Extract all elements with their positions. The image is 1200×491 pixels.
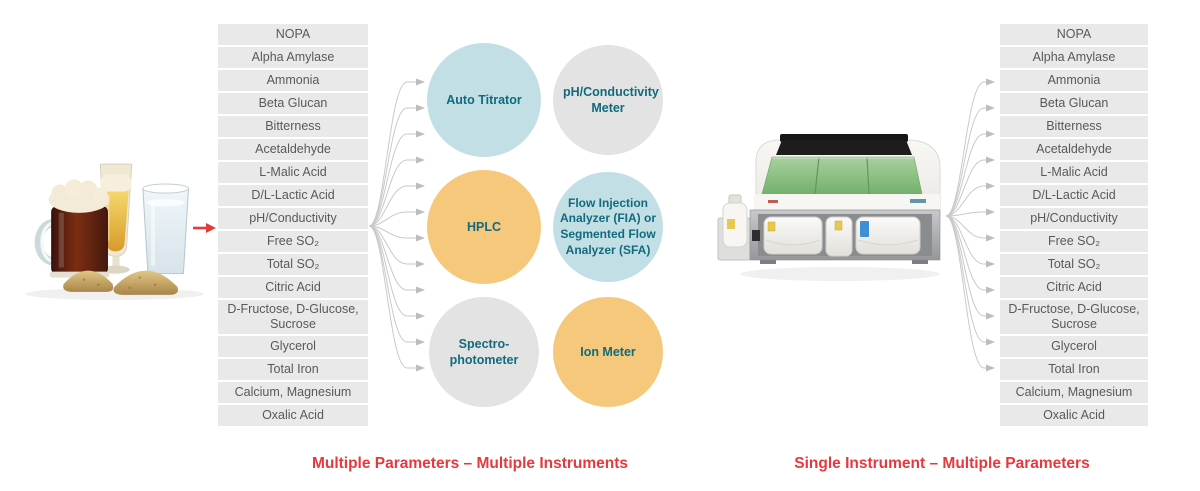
parameter-row: D-Fructose, D-Glucose, Sucrose [218, 300, 368, 334]
parameter-row: D-Fructose, D-Glucose, Sucrose [1000, 300, 1148, 334]
parameter-row: Alpha Amylase [1000, 47, 1148, 68]
parameter-row: Alpha Amylase [218, 47, 368, 68]
parameter-row: Total Iron [1000, 359, 1148, 380]
parameter-row: Oxalic Acid [1000, 405, 1148, 426]
analyzer-brand-label [910, 199, 926, 203]
parameter-row: Total SO₂ [1000, 254, 1148, 275]
parameter-row: D/L-Lactic Acid [1000, 185, 1148, 206]
parameter-row: Free SO₂ [1000, 231, 1148, 252]
caption-single-instrument: Single Instrument – Multiple Parameters [794, 455, 1090, 472]
parameter-row: Calcium, Magnesium [218, 382, 368, 403]
instrument-circle-ph-conductivity-meter: pH/Conductivity Meter [553, 45, 663, 155]
parameter-row: Ammonia [1000, 70, 1148, 91]
instrument-label: Auto Titrator [446, 92, 522, 107]
parameter-row: Citric Acid [218, 277, 368, 298]
parameter-row: Calcium, Magnesium [1000, 382, 1148, 403]
instrument-label: Spectro-photometer [449, 336, 519, 367]
instrument-label: Flow Injection Analyzer (FIA) or Segment… [560, 195, 657, 257]
parameter-row: L-Malic Acid [218, 162, 368, 183]
parameter-row: Citric Acid [1000, 277, 1148, 298]
parameter-row: NOPA [1000, 24, 1148, 45]
instrument-circle-hplc: HPLC [427, 170, 541, 284]
caption-multiple-instruments: Multiple Parameters – Multiple Instrumen… [311, 455, 629, 472]
parameter-row: Total SO₂ [218, 254, 368, 275]
instrument-circle-ion-meter: Ion Meter [553, 297, 663, 407]
parameter-row: D/L-Lactic Acid [218, 185, 368, 206]
parameter-row: Glycerol [218, 336, 368, 357]
parameter-row: pH/Conductivity [1000, 208, 1148, 229]
parameter-row: Oxalic Acid [218, 405, 368, 426]
parameter-row: Acetaldehyde [1000, 139, 1148, 160]
parameter-row: Beta Glucan [218, 93, 368, 114]
parameter-row: Acetaldehyde [218, 139, 368, 160]
parameter-row: Total Iron [218, 359, 368, 380]
parameter-row: Ammonia [218, 70, 368, 91]
parameter-row: L-Malic Acid [1000, 162, 1148, 183]
instrument-circle-spectrophotometer: Spectro-photometer [429, 297, 539, 407]
parameter-row: Glycerol [1000, 336, 1148, 357]
parameter-row: Bitterness [1000, 116, 1148, 137]
instrument-label: HPLC [466, 219, 502, 234]
parameter-row: NOPA [218, 24, 368, 45]
fan-arrows-left [368, 78, 425, 372]
instrument-label: pH/Conductivity Meter [563, 84, 659, 115]
beverage-sample-image [25, 163, 204, 300]
parameter-row: Free SO₂ [218, 231, 368, 252]
analyzer-instrument-image [717, 134, 941, 281]
instrument-circle-fia-sfa: Flow Injection Analyzer (FIA) or Segment… [553, 172, 663, 282]
parameter-row: Bitterness [218, 116, 368, 137]
parameter-row: Beta Glucan [1000, 93, 1148, 114]
analyzer-red-label [768, 200, 778, 203]
instrument-label: Ion Meter [580, 344, 636, 359]
parameter-row: pH/Conductivity [218, 208, 368, 229]
instrument-circle-auto-titrator: Auto Titrator [427, 43, 541, 157]
